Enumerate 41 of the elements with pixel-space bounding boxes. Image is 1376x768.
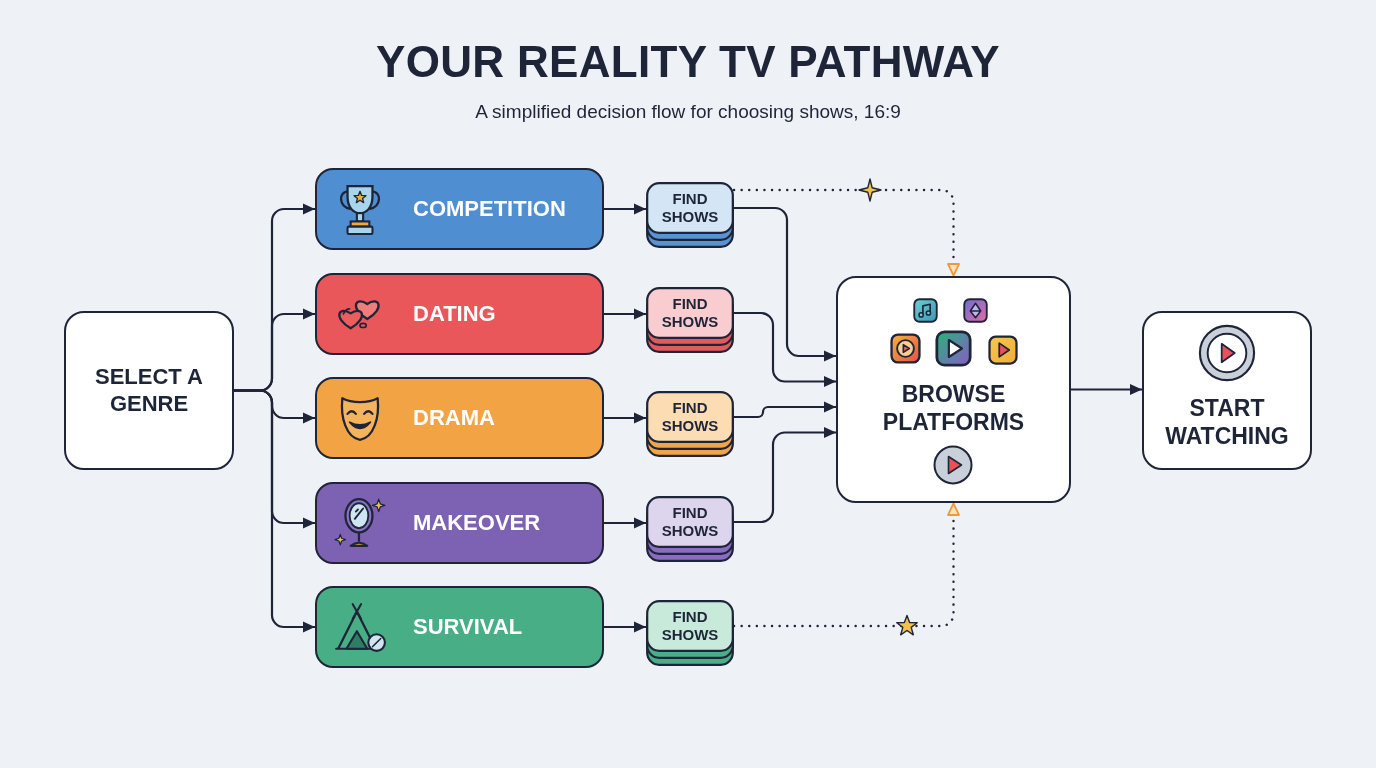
arrow (1069, 384, 1144, 395)
box-label: FIND SHOWS (660, 607, 720, 645)
genre-box (315, 273, 604, 355)
arrow (732, 427, 838, 524)
genre-box (315, 168, 604, 250)
box-label: FIND SHOWS (660, 189, 720, 227)
arrow (602, 203, 648, 215)
box-label: SELECT A GENRE (94, 363, 204, 418)
genre-box (315, 482, 604, 564)
arrow (602, 621, 648, 633)
card-stack (646, 287, 734, 353)
box-label: MAKEOVER (413, 509, 541, 537)
box-label: DATING (413, 300, 496, 328)
card-stack (646, 391, 734, 457)
arrow (602, 308, 648, 320)
box-label: FIND SHOWS (660, 294, 720, 332)
card-stack (646, 600, 734, 666)
card-stack (646, 496, 734, 562)
arrow (232, 389, 317, 633)
title: YOUR REALITY TV PATHWAY (376, 38, 1000, 87)
box-label: DRAMA (413, 404, 495, 432)
card-stack (646, 182, 734, 248)
arrow (732, 401, 838, 419)
arrow (602, 517, 648, 529)
box-label: FIND SHOWS (660, 503, 720, 541)
subtitle: A simplified decision flow for choosing shows, 16:9 (475, 101, 901, 124)
process-box (1142, 311, 1312, 470)
box-label: START WATCHING (1164, 394, 1290, 451)
box-label: COMPETITION (413, 195, 566, 223)
box-label: FIND SHOWS (660, 398, 720, 436)
process-box (836, 276, 1071, 503)
dotted-arrow (732, 188, 960, 278)
box-label: SURVIVAL (413, 613, 523, 641)
arrow (732, 311, 838, 387)
process-box (64, 311, 234, 470)
genre-box (315, 377, 604, 459)
dotted-arrow (732, 501, 960, 628)
arrow (732, 206, 838, 362)
arrow (602, 412, 648, 424)
box-label: BROWSE PLATFORMS (881, 380, 1026, 437)
genre-box (315, 586, 604, 668)
